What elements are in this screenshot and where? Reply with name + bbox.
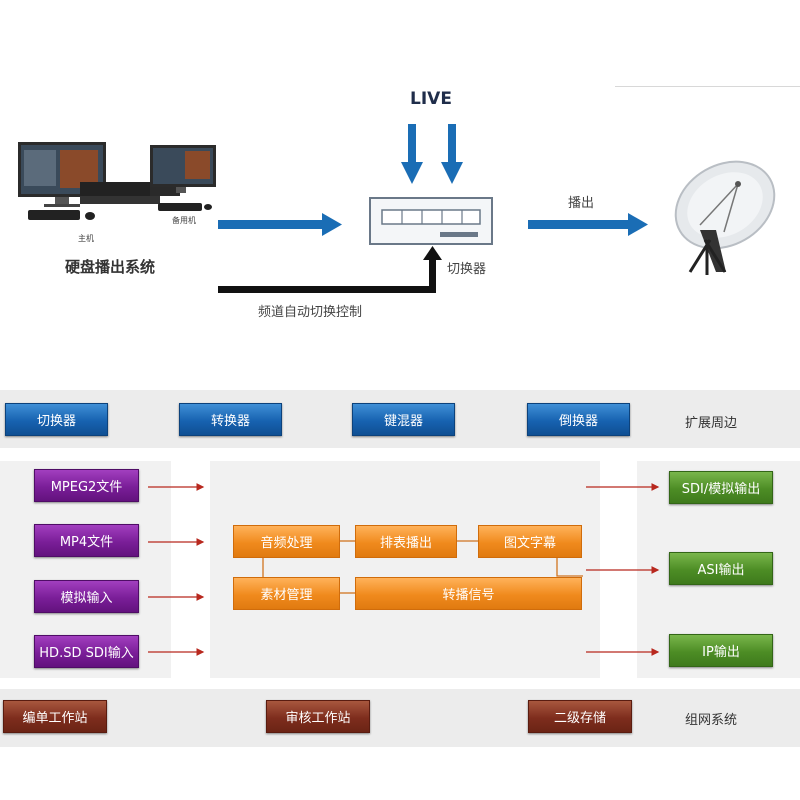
divider-line [615,86,800,87]
backup-pc-label: 备用机 [172,216,196,225]
network-side-label: 组网系统 [685,713,738,728]
input-analog-button[interactable]: 模拟输入 [34,580,139,613]
hdd-playout-system-label: 硬盘播出系统 [65,258,156,276]
secondary-storage-button[interactable]: 二级存储 [528,700,632,733]
control-label: 频道自动切换控制 [258,305,363,320]
graphics-subtitles-module[interactable]: 图文字幕 [478,525,582,558]
relay-signal-module[interactable]: 转播信号 [355,577,582,610]
output-label: 播出 [568,196,595,211]
keyboard-icon [158,203,212,211]
live-label: LIVE [410,89,452,109]
peripherals-side-label: 扩展周边 [685,416,738,431]
core-connectors [262,540,583,594]
satellite-dish-icon [674,160,776,275]
schedule-playout-module[interactable]: 排表播出 [355,525,457,558]
output-asi-button[interactable]: ASI输出 [669,552,773,585]
media-management-module[interactable]: 素材管理 [233,577,340,610]
diagram-graphics [18,124,776,293]
audio-processing-module[interactable]: 音频处理 [233,525,340,558]
control-line-icon [218,246,442,293]
switcher-label: 切换器 [447,262,487,277]
scheduling-workstation-button[interactable]: 编单工作站 [3,700,107,733]
live-down-arrow-icon [401,124,423,184]
output-ip-button[interactable]: IP输出 [669,634,773,667]
switcher-device-icon [369,197,493,245]
peripheral-changeover-button[interactable]: 倒换器 [527,403,630,436]
playout-arrow-icon [528,213,648,236]
input-mpeg2-button[interactable]: MPEG2文件 [34,469,139,502]
peripheral-keyer-button[interactable]: 键混器 [352,403,455,436]
backup-monitor-icon [150,145,216,193]
keyboard-icon [28,210,95,220]
main-pc-label: 主机 [78,234,94,243]
review-workstation-button[interactable]: 审核工作站 [266,700,370,733]
input-sdi-button[interactable]: HD.SD SDI输入 [34,635,139,668]
signal-arrow-icon [218,213,342,236]
core-panel [210,461,600,678]
output-sdi-analog-button[interactable]: SDI/模拟输出 [669,471,773,504]
network-band [0,689,800,747]
peripheral-converter-button[interactable]: 转换器 [179,403,282,436]
playout-diagram: 主机 备用机 硬盘播出系统 LIVE 播出 切换器 频道自动切换控制 [0,0,800,360]
peripheral-switcher-button[interactable]: 切换器 [5,403,108,436]
live-down-arrow-icon [441,124,463,184]
input-mp4-button[interactable]: MP4文件 [34,524,139,557]
